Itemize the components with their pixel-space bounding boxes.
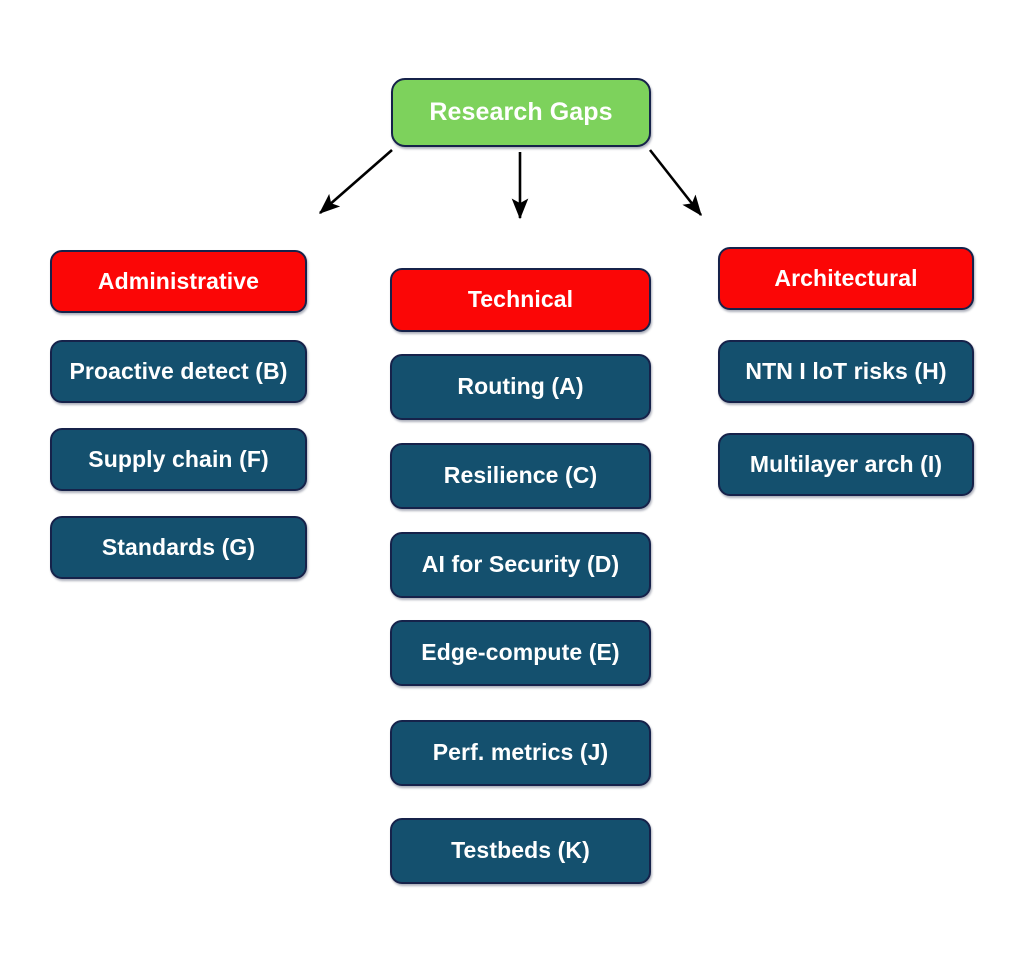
node-label-root: Research Gaps: [429, 97, 613, 126]
node-label: Administrative: [97, 267, 260, 294]
node-item-routing-a[interactable]: Routing (A): [390, 354, 651, 420]
node-item-perf-metrics-j[interactable]: Perf. metrics (J): [390, 720, 651, 786]
root-to-architectural-arrow: [648, 149, 703, 217]
node-category-architectural[interactable]: Architectural: [718, 247, 974, 310]
node-label: Multilayer arch (I): [749, 450, 943, 477]
root-to-administrative-arrow: [319, 149, 393, 214]
node-label: Edge-compute (E): [421, 639, 620, 666]
node-label: AI for Security (D): [421, 551, 620, 578]
node-label: Standards (G): [101, 533, 256, 560]
node-label: Perf. metrics (J): [432, 739, 609, 766]
node-item-edge-compute-e[interactable]: Edge-compute (E): [390, 620, 651, 686]
node-item-standards-g[interactable]: Standards (G): [50, 516, 307, 579]
node-item-multilayer-arch-i[interactable]: Multilayer arch (I): [718, 433, 974, 496]
node-item-resilience-c[interactable]: Resilience (C): [390, 443, 651, 509]
node-item-testbeds-k[interactable]: Testbeds (K): [390, 818, 651, 884]
node-label: Routing (A): [457, 373, 584, 400]
node-label: NTN I loT risks (H): [745, 357, 947, 384]
node-label: Proactive detect (B): [69, 357, 288, 384]
node-category-technical[interactable]: Technical: [390, 268, 651, 332]
node-label: Architectural: [774, 264, 918, 291]
node-item-ntn-i-lot-risks-h[interactable]: NTN I loT risks (H): [718, 340, 974, 403]
node-label: Supply chain (F): [88, 445, 269, 472]
node-item-proactive-detect-b[interactable]: Proactive detect (B): [50, 340, 307, 403]
node-category-administrative[interactable]: Administrative: [50, 250, 307, 313]
node-label: Technical: [467, 286, 574, 313]
node-item-supply-chain-f[interactable]: Supply chain (F): [50, 428, 307, 491]
node-label: Testbeds (K): [451, 837, 590, 864]
node-research-gaps[interactable]: Research Gaps: [391, 78, 651, 147]
node-item-ai-for-security-d[interactable]: AI for Security (D): [390, 532, 651, 598]
node-label: Resilience (C): [443, 462, 598, 489]
